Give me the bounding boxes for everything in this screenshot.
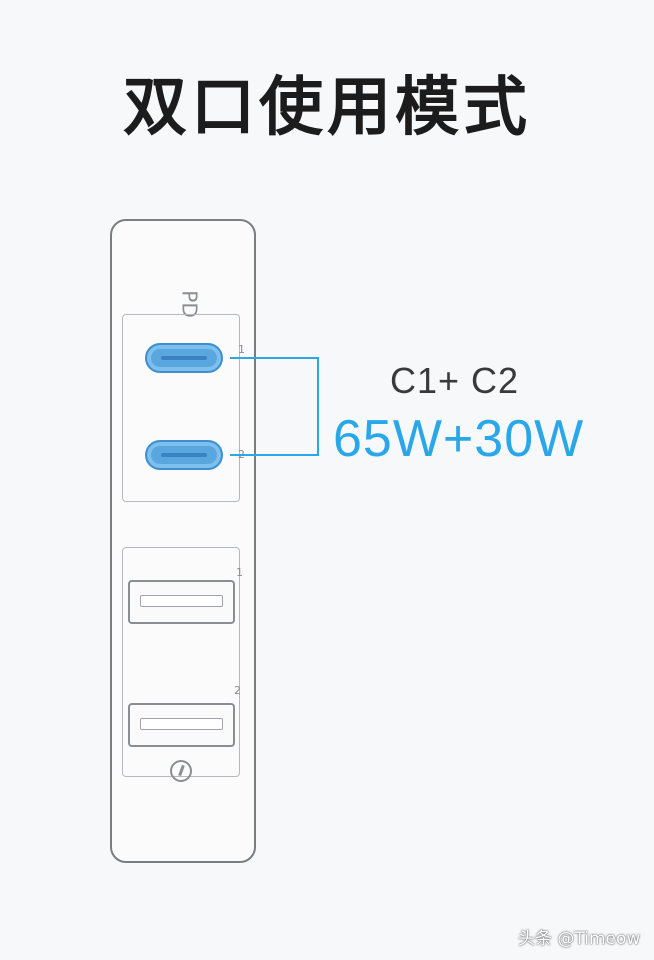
power-output-label: 65W+30W [333, 410, 585, 468]
usb-a-port-2 [128, 703, 235, 747]
active-ports-label: C1+ C2 [390, 360, 520, 401]
quick-charge-icon [170, 760, 192, 782]
usb-a-port-1 [128, 580, 235, 624]
usb-a-port-2-number: 2 [234, 684, 241, 697]
usb-c-port-2 [145, 440, 223, 470]
watermark: 头条 @Timeow [518, 929, 641, 949]
usb-c-port-group [122, 314, 240, 502]
usb-c-port-1-number: 1 [238, 343, 245, 356]
charger-body [110, 219, 256, 863]
page-title: 双口使用模式 [123, 71, 531, 145]
usb-c-port-1 [145, 343, 223, 373]
usb-a-port-1-number: 1 [236, 566, 243, 579]
